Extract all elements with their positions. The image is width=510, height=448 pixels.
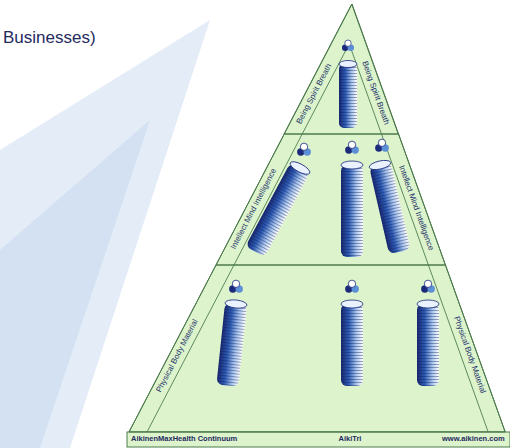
footer-text: AikiTri [339, 434, 362, 443]
footer-strip [127, 432, 510, 447]
disc-stack [341, 161, 363, 257]
band-border [216, 134, 445, 265]
pyramid-band: Being Spirit BreathBeing Spirit Breath [284, 4, 398, 134]
band-side-label: Intellect Mind Intelligence [396, 164, 436, 252]
disc-stack [341, 300, 363, 386]
triangle-fill [129, 4, 505, 432]
band-side-label: Physical Body Material [451, 315, 488, 395]
disc-stack [216, 299, 247, 387]
background-shape [0, 120, 150, 448]
pyramid-band: Intellect Mind Intelligence Intellect Min… [216, 134, 445, 265]
pyramid-band: Physical Body Material Physical Body Mate… [129, 265, 505, 432]
disc-stack [417, 300, 439, 386]
triad-icon [342, 40, 354, 51]
inner-triangle-line [147, 44, 488, 432]
footer-text: AikinenMaxHealth Continuum [131, 434, 237, 443]
triad-icon [229, 280, 243, 293]
band-border [284, 4, 398, 134]
footer-url: www.aikinen.com [442, 434, 505, 443]
band-border [129, 265, 505, 432]
band-side-label: Physical Body Material [155, 317, 201, 393]
triad-icon [375, 139, 389, 152]
triad-icon [297, 143, 311, 156]
triad-icon [345, 280, 359, 293]
disc-stack [339, 61, 357, 129]
triad-icon [345, 141, 359, 154]
band-side-label: Being Spirit Breath [294, 62, 334, 126]
slide-heading-fragment: Businesses) [3, 28, 96, 48]
band-side-label: Intellect Mind Intelligence [229, 167, 279, 251]
triad-icon [421, 280, 435, 293]
